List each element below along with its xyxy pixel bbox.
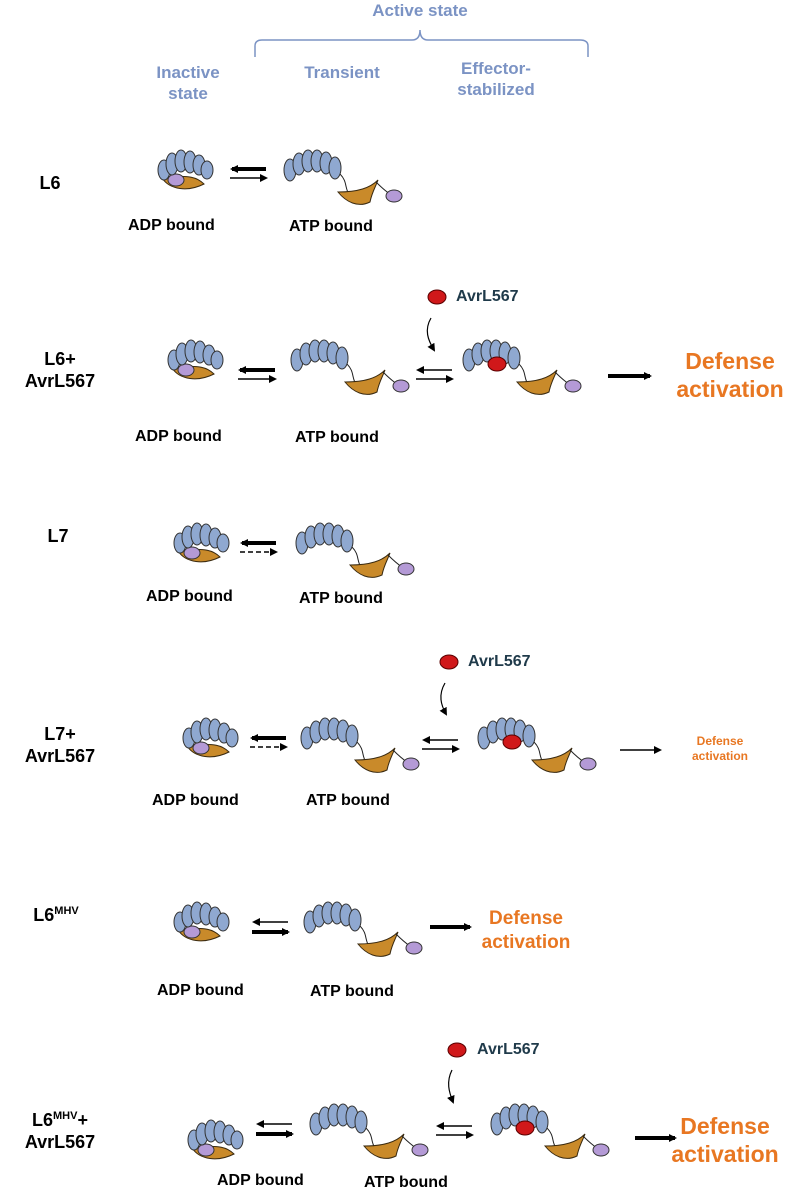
row-label-l7-avr: L7+ AvrL567 [10,723,110,767]
row-label-line1: L6 [32,1110,54,1130]
atp-bound-label: ATP bound [310,983,394,1000]
adp-bound-label: ADP bound [217,1172,304,1189]
row-label-sup: MHV [54,905,79,917]
defense-line1: Defense [680,1113,770,1139]
inactive-protein [167,339,224,380]
atp-bound-label: ATP bound [299,590,383,607]
adp-bound-label: ADP bound [146,588,233,605]
inactive-protein [173,522,230,563]
adp-bound-label: ADP bound [157,982,244,999]
stabilized-line2: stabilized [457,80,535,99]
atp-bound-label: ATP bound [289,218,373,235]
stabilized-protein [463,340,581,394]
active-protein [283,149,403,205]
defense-line2: activation [676,376,784,402]
row-label-line1: L6 [33,905,55,925]
row-label-line2: AvrL567 [24,371,96,391]
active-state-bracket [254,29,589,57]
effector-dot [447,1042,467,1058]
active-protein [303,901,423,957]
defense-line1: Defense [685,348,775,374]
inactive-protein [157,149,214,190]
effector-label: AvrL567 [477,1041,540,1058]
row-label-line1: L6+ [44,349,76,369]
effector-label: AvrL567 [468,653,531,670]
stabilized-line1: Effector- [461,59,531,78]
defense-line2: activation [671,1141,779,1167]
active-protein [300,717,420,773]
inactive-line1: Inactive [156,63,220,82]
row-label-line1: L7+ [44,724,76,744]
row-label-suffix: + [77,1110,88,1130]
effector-arrow [447,1069,455,1104]
defense-activation-label: Defense activation [680,734,760,764]
row-label-l6mhv: L6MHV [16,900,96,926]
defense-line1: Defense [696,734,744,748]
active-protein [295,522,415,578]
row-label-sup: MHV [53,1110,78,1122]
defense-activation-label: Defense activation [655,1112,795,1168]
inactive-protein [187,1119,244,1160]
effector-arrow [426,317,436,352]
effector-dot [427,289,447,305]
defense-activation-label: Defense activation [466,907,586,955]
effector-stabilized-header: Effector- stabilized [436,58,556,100]
row-label-l7: L7 [47,526,69,546]
row-label-line2: AvrL567 [24,746,96,766]
adp-bound-label: ADP bound [152,792,239,809]
active-protein [290,339,410,395]
effector-label: AvrL567 [456,288,519,305]
inactive-protein [173,901,230,942]
inactive-state-header: Inactive state [138,62,238,104]
inactive-line2: state [168,84,208,103]
row-label-l6-avr: L6+ AvrL567 [10,348,110,392]
adp-bound-label: ADP bound [128,217,215,234]
stabilized-protein [478,718,596,772]
defense-activation-label: Defense activation [660,347,797,403]
defense-line2: activation [691,749,748,763]
defense-line2: activation [481,932,571,953]
row-label-l6: L6 [39,173,61,193]
adp-bound-label: ADP bound [135,428,222,445]
effector-dot [439,654,459,670]
inactive-protein [182,717,239,758]
atp-bound-label: ATP bound [295,429,379,446]
defense-line1: Defense [489,908,563,929]
row-label-l6mhv-avr: L6MHV+ AvrL567 [0,1105,120,1153]
effector-arrow [439,682,447,716]
row-label-line2: AvrL567 [24,1132,96,1152]
active-protein [309,1103,429,1159]
stabilized-protein [491,1104,609,1158]
active-state-header: Active state [372,1,468,20]
atp-bound-label: ATP bound [306,792,390,809]
transient-header: Transient [304,63,380,82]
atp-bound-label: ATP bound [364,1174,448,1191]
